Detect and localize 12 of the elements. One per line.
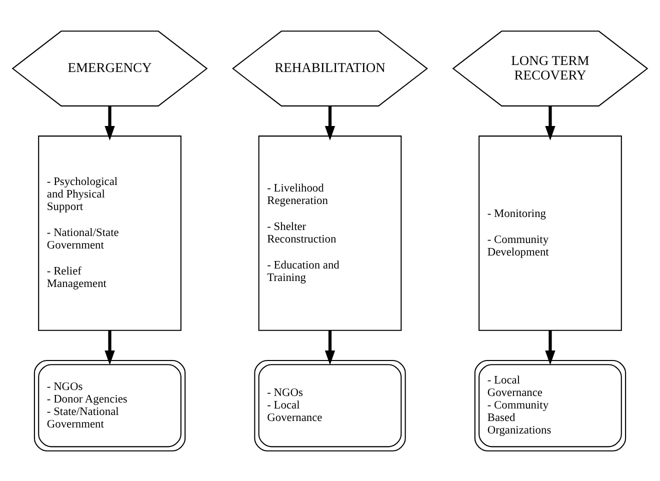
arrow xyxy=(104,106,115,140)
arrow xyxy=(104,330,115,365)
node-box: - NGOs - Donor Agencies - State/National Government xyxy=(34,359,186,451)
node-box: - Psychological and Physical Support - National/State Government - Relief Management xyxy=(38,135,182,330)
arrow xyxy=(545,330,556,365)
arrow xyxy=(324,106,336,140)
node-box: - NGOs - Local Governance xyxy=(254,359,406,451)
node-box: - Monitoring - Community Development xyxy=(478,135,622,330)
node-box: - Local Governance - Community Based Organizations xyxy=(474,359,626,451)
node-box: - Livelihood Regeneration - Shelter Reconstruction - Education and Training xyxy=(258,135,402,330)
arrow xyxy=(545,106,556,140)
arrow xyxy=(324,330,336,365)
